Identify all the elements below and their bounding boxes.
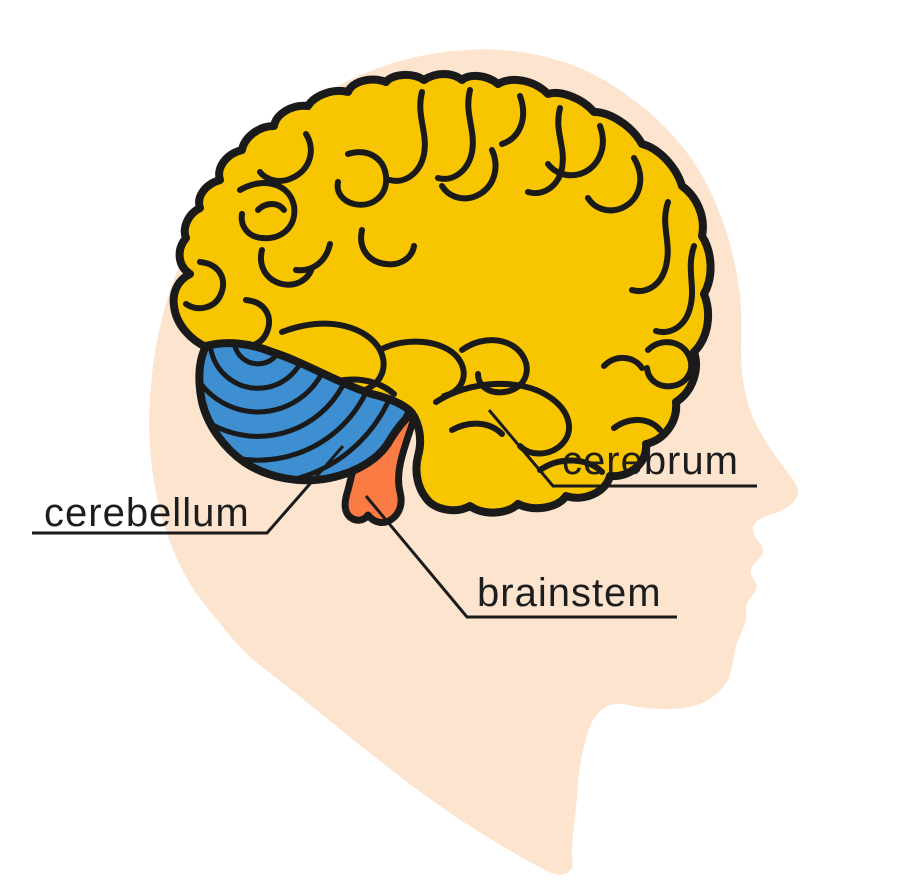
pointer-lines (32, 409, 757, 619)
label-cerebrum: cerebrum (562, 439, 739, 483)
pointer-line-cerebellum (32, 445, 345, 535)
label-brainstem: brainstem (477, 571, 662, 615)
label-cerebellum: cerebellum (44, 491, 250, 535)
pointer-line-cerebrum (487, 409, 757, 488)
pointer-line-brainstem (364, 495, 677, 619)
cerebrum-shape (169, 70, 715, 517)
cerebrum-gyri (183, 87, 697, 475)
